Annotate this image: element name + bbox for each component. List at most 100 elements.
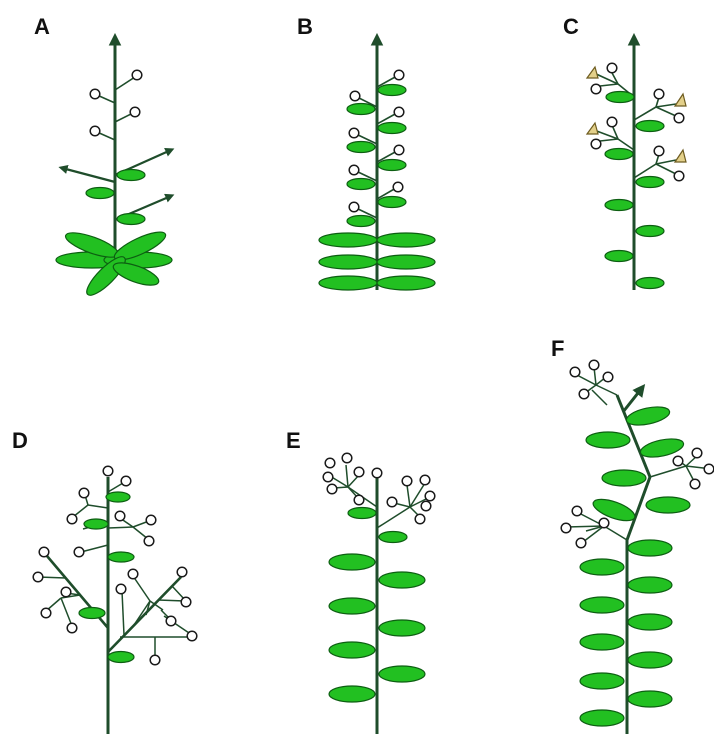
basal-leaf [319,276,377,290]
flower-icon [354,467,364,477]
leaf [378,197,406,208]
flower-icon [130,107,140,117]
leaf [580,673,624,689]
flower-icon [181,597,191,607]
panel-label-a: A [34,14,50,39]
flower-icon [579,389,589,399]
leaf [379,666,425,682]
leaf [348,508,376,519]
leaf [79,608,105,619]
leaf [106,492,130,502]
flower-icon [67,623,77,633]
leaf [580,597,624,613]
flower-icon [90,126,100,136]
flower-icon [116,584,126,594]
basal-leaf [377,276,435,290]
leaf [86,188,114,199]
leaf [606,92,634,103]
panel-b [319,38,435,290]
flower-icon [425,491,435,501]
basal-leaf [319,233,377,247]
panel-label-b: B [297,14,313,39]
leaf [378,123,406,134]
flower-icon [327,484,337,494]
basal-leaf [377,255,435,269]
leaf [329,642,375,658]
panel-f [561,360,714,734]
flower-icon [570,367,580,377]
leaf [329,686,375,702]
flower-icon [674,113,684,123]
flower-icon [576,538,586,548]
flower-icon [607,117,617,127]
flower-icon [603,372,613,382]
flower-icon [166,616,176,626]
panel-a [56,38,172,300]
bract-icon [675,94,686,106]
leaf [347,179,375,190]
flower-icon [421,501,431,511]
panel-d [33,466,197,734]
leaf [347,216,375,227]
flower-icon [654,89,664,99]
flower-icon [704,464,714,474]
stems [62,38,171,258]
flower-icon [692,448,702,458]
flower-icon [128,569,138,579]
flower-icon [41,608,51,618]
leaf [580,634,624,650]
leaf [117,214,145,225]
flower-icon [79,488,89,498]
flower-icon [350,91,360,101]
flower-icon [342,453,352,463]
leaf [646,497,690,513]
leaf [378,85,406,96]
leaf [605,251,633,262]
leaf [628,540,672,556]
flower-icon [39,547,49,557]
flower-icon [33,572,43,582]
panel-label-d: D [12,428,28,453]
bract-icon [675,150,686,162]
flower-icon [187,631,197,641]
flower-icon [349,202,359,212]
leaf [636,278,664,289]
leaf [636,121,664,132]
leaf [625,404,671,429]
flower-icon [354,495,364,505]
flower-icon [349,128,359,138]
leaf [117,170,145,181]
leaf [378,160,406,171]
flower-icon [690,479,700,489]
flower-icon [132,70,142,80]
flower-icon [420,475,430,485]
flower-icon [115,511,125,521]
flower-icon [591,84,601,94]
flower-icon [150,655,160,665]
leaf [379,532,407,543]
panel-label-f: F [551,336,564,361]
flower-icon [599,518,609,528]
panel-label-c: C [563,14,579,39]
leaf [379,572,425,588]
flower-icon [74,547,84,557]
leaf [108,552,134,562]
flower-icon [561,523,571,533]
flower-icon [394,70,404,80]
leaf [628,614,672,630]
flower-icon [372,468,382,478]
flower-icon [325,458,335,468]
basal-leaf [377,233,435,247]
flower-icon [67,514,77,524]
flower-icon [393,182,403,192]
panel-label-e: E [286,428,301,453]
leaf [329,554,375,570]
leaf [347,104,375,115]
flower-icon [589,360,599,370]
flower-icon [673,456,683,466]
panel-c [587,38,686,290]
leaf [605,200,633,211]
leaf [605,149,633,160]
bract-icon [587,123,598,134]
flower-icon [349,165,359,175]
